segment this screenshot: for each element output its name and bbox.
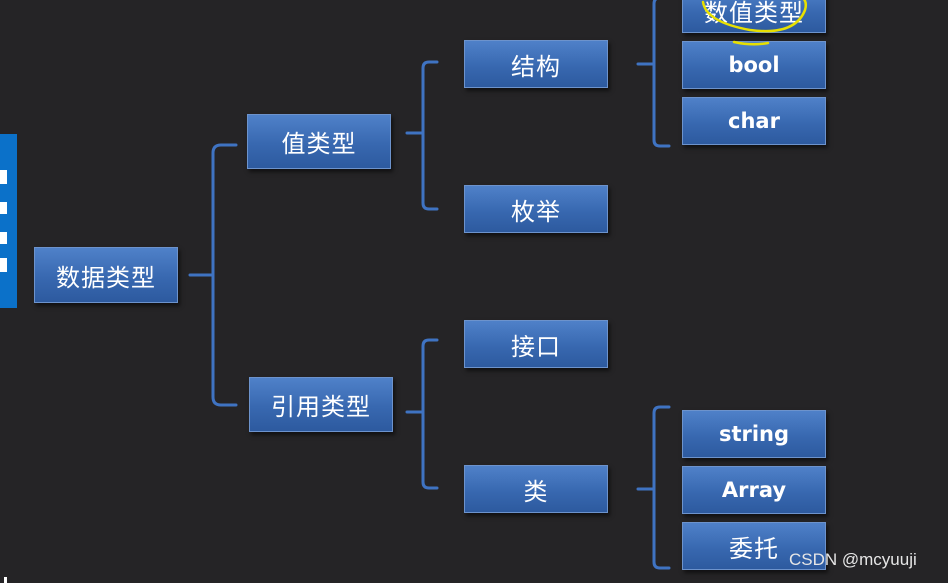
node-enum: 枚举 [464,185,608,233]
root-bracket [188,143,238,407]
struct-bracket [636,0,671,148]
class-bracket [636,405,671,570]
side-tab-mark [0,232,7,244]
watermark: CSDN @mcyuuji [789,550,917,569]
node-struct: 结构 [464,40,608,88]
node-class: 类 [464,465,608,513]
value-type-bracket [405,60,439,211]
corner-mark [4,577,7,583]
node-string: string [682,410,826,458]
node-array: Array [682,466,826,514]
node-bool: bool [682,41,826,89]
side-tab-mark [0,170,7,184]
node-reference-type: 引用类型 [249,377,393,432]
side-tab-mark [0,258,7,272]
node-interface: 接口 [464,320,608,368]
node-value-type: 值类型 [247,114,391,169]
reference-type-bracket [405,338,439,490]
node-char: char [682,97,826,145]
node-root: 数据类型 [34,247,178,303]
side-tab-mark [0,202,7,214]
side-tab [0,134,17,308]
node-delegate: 委托 [682,522,826,570]
